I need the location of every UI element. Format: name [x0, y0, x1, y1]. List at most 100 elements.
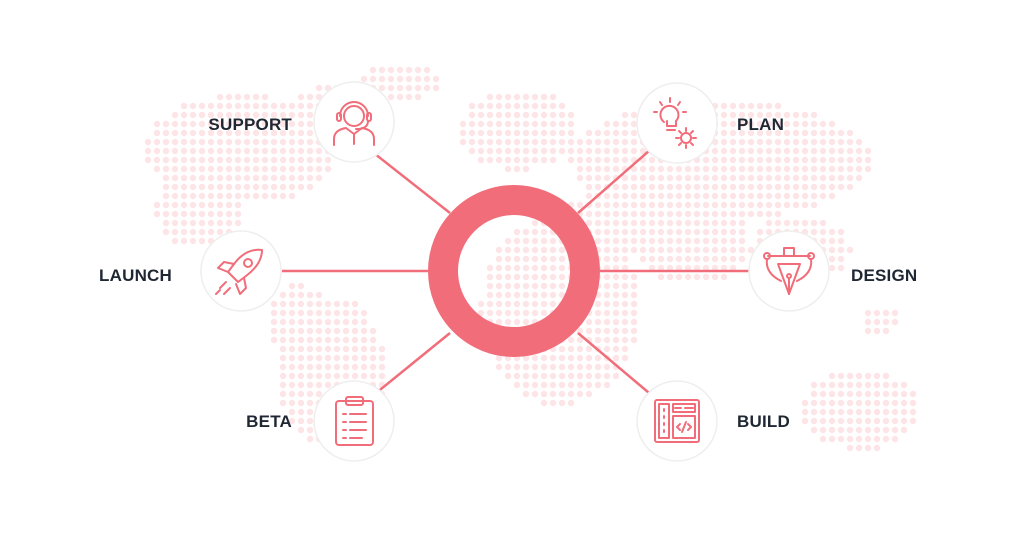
map-dot	[783, 129, 791, 137]
map-dot	[558, 390, 566, 398]
map-dot	[288, 174, 296, 182]
map-dot	[261, 102, 269, 110]
map-dot	[162, 129, 170, 137]
map-dot	[522, 228, 530, 236]
map-dot	[603, 129, 611, 137]
map-dot	[513, 111, 521, 119]
map-dot	[540, 120, 548, 128]
map-dot	[297, 102, 305, 110]
map-dot	[801, 417, 809, 425]
map-dot	[855, 399, 863, 407]
map-dot	[855, 426, 863, 434]
map-dot	[522, 120, 530, 128]
map-dot	[351, 354, 359, 362]
map-dot	[711, 147, 719, 155]
map-dot	[261, 156, 269, 164]
map-dot	[198, 201, 206, 209]
map-dot	[846, 138, 854, 146]
map-dot	[504, 165, 512, 173]
map-dot	[621, 228, 629, 236]
map-dot	[621, 156, 629, 164]
map-dot	[675, 183, 683, 191]
map-dot	[225, 120, 233, 128]
map-dot	[756, 174, 764, 182]
map-dot	[747, 147, 755, 155]
map-dot	[297, 165, 305, 173]
map-dot	[207, 102, 215, 110]
map-dot	[864, 435, 872, 443]
map-dot	[657, 273, 665, 281]
map-dot	[180, 174, 188, 182]
map-dot	[243, 120, 251, 128]
map-dot	[369, 336, 377, 344]
map-dot	[297, 138, 305, 146]
map-dot	[279, 381, 287, 389]
map-dot	[891, 408, 899, 416]
map-dot	[846, 174, 854, 182]
map-dot	[198, 120, 206, 128]
map-dot	[270, 336, 278, 344]
map-dot	[594, 210, 602, 218]
map-dot	[729, 102, 737, 110]
map-dot	[279, 300, 287, 308]
map-dot	[477, 156, 485, 164]
map-dot	[612, 237, 620, 245]
map-dot	[522, 156, 530, 164]
map-dot	[648, 192, 656, 200]
map-dot	[225, 165, 233, 173]
map-dot	[684, 165, 692, 173]
map-dot	[675, 192, 683, 200]
label-support: SUPPORT	[208, 115, 292, 134]
map-dot	[306, 354, 314, 362]
map-dot	[837, 390, 845, 398]
map-dot	[306, 426, 314, 434]
map-dot	[198, 156, 206, 164]
map-dot	[864, 426, 872, 434]
map-dot	[729, 228, 737, 236]
step-beta	[313, 380, 395, 462]
map-dot	[486, 102, 494, 110]
map-dot	[189, 156, 197, 164]
map-dot	[810, 228, 818, 236]
map-dot	[891, 381, 899, 389]
map-dot	[297, 381, 305, 389]
map-dot	[486, 264, 494, 272]
map-dot	[783, 165, 791, 173]
map-dot	[297, 363, 305, 371]
map-dot	[558, 111, 566, 119]
map-dot	[738, 165, 746, 173]
map-dot	[630, 246, 638, 254]
map-dot	[558, 273, 566, 281]
map-dot	[864, 327, 872, 335]
map-dot	[738, 156, 746, 164]
code-layout-icon	[654, 399, 700, 443]
map-dot	[549, 237, 557, 245]
map-dot	[585, 219, 593, 227]
map-dot	[477, 147, 485, 155]
map-dot	[252, 111, 260, 119]
map-dot	[540, 228, 548, 236]
map-dot	[684, 192, 692, 200]
map-dot	[234, 183, 242, 191]
map-dot	[297, 408, 305, 416]
map-dot	[873, 309, 881, 317]
map-dot	[873, 426, 881, 434]
map-dot	[342, 309, 350, 317]
map-dot	[351, 327, 359, 335]
map-dot	[855, 174, 863, 182]
map-dot	[207, 219, 215, 227]
map-dot	[513, 93, 521, 101]
map-dot	[333, 354, 341, 362]
map-dot	[315, 345, 323, 353]
map-dot	[396, 84, 404, 92]
map-dot	[558, 120, 566, 128]
map-dot	[270, 318, 278, 326]
map-dot	[558, 264, 566, 272]
map-dot	[828, 246, 836, 254]
map-dot	[594, 309, 602, 317]
map-dot	[612, 192, 620, 200]
map-dot	[522, 363, 530, 371]
map-dot	[288, 336, 296, 344]
map-dot	[765, 129, 773, 137]
map-dot	[720, 120, 728, 128]
